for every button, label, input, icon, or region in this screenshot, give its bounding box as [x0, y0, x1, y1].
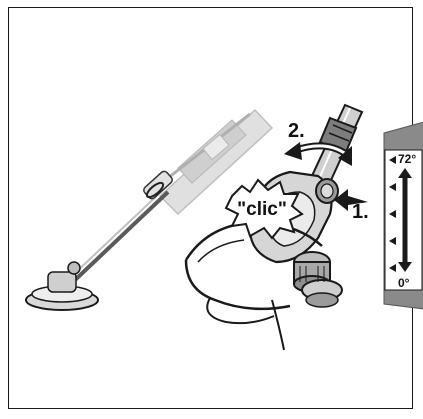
angle-release-button [315, 178, 339, 204]
trimmer-spool [293, 251, 343, 308]
angle-range-arrow-icon [398, 168, 412, 272]
ghost-trimmer-head [25, 261, 99, 311]
rotation-arrow-icon [284, 142, 352, 166]
angle-scale: 72° 0° [383, 121, 423, 310]
step-2-label: 2. [288, 120, 305, 142]
angle-max-label: 72° [398, 152, 416, 166]
click-sound-label: "clic" [237, 199, 287, 220]
click-sound-burst [224, 178, 304, 240]
ghost-trimmer-shaft [71, 170, 173, 282]
angle-min-label: 0° [398, 276, 410, 290]
press-arrow-icon [334, 189, 368, 211]
ghost-trimmer-handle [158, 108, 274, 216]
step-1-label: 1. [352, 201, 369, 223]
